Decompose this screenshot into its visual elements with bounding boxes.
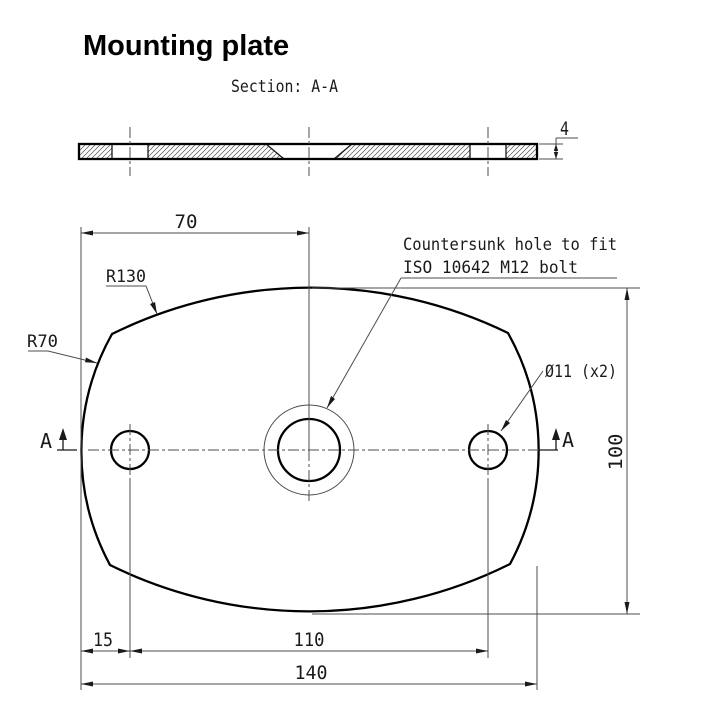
section-marker-letter: A: [562, 428, 574, 452]
dim-height: 100: [605, 434, 627, 471]
arrowhead: [624, 288, 630, 300]
section-arrow: [59, 428, 67, 440]
plan-view: 70 100 15 110 140 R130 R70 Countersunk h…: [27, 211, 640, 690]
arrowhead: [624, 602, 630, 614]
dim-total-width: 140: [295, 662, 328, 684]
leader-line: [326, 277, 402, 409]
page-title: Mounting plate: [83, 30, 289, 62]
leader-line: [28, 350, 98, 364]
dim-top-width: 70: [175, 211, 198, 233]
arrowhead: [501, 420, 510, 431]
section-plate-outline: [77, 142, 539, 161]
arrowhead: [150, 302, 157, 314]
arrowhead: [525, 681, 537, 687]
arrowhead: [297, 230, 309, 236]
dim-hole-spacing: 110: [294, 629, 325, 651]
section-arrow: [552, 428, 560, 440]
arrowhead: [327, 396, 335, 408]
dim-thickness: 4: [560, 118, 569, 140]
radius-top-label: R130: [106, 267, 146, 287]
countersink-edge: [265, 143, 285, 160]
leader-line: [106, 285, 158, 315]
section-hatch-segment: [80, 145, 112, 158]
countersunk-note-line1: Countersunk hole to fit: [403, 235, 617, 255]
leader-line: [500, 370, 544, 432]
section-marker-letter: A: [40, 429, 52, 453]
arrowhead: [85, 357, 97, 363]
section-hatch-segment: [506, 145, 536, 158]
hole-diameter-label: Ø11 (x2): [545, 362, 617, 382]
section-view: 4: [77, 118, 578, 176]
section-hatch-segment: [334, 145, 470, 158]
arrowhead: [553, 144, 559, 151]
arrowhead: [553, 152, 559, 159]
arrowhead: [81, 681, 93, 687]
countersink-edge: [333, 143, 353, 160]
section-view-label: Section: A-A: [231, 77, 338, 97]
plate-outline: [80, 286, 540, 613]
section-marker-left: A: [40, 428, 77, 453]
radius-side-label: R70: [27, 332, 58, 352]
countersunk-note-line2: ISO 10642 M12 bolt: [403, 258, 578, 278]
dim-edge-to-hole: 15: [93, 629, 113, 651]
arrowhead: [476, 648, 488, 654]
section-hatch-segment: [148, 145, 284, 158]
arrowhead: [118, 648, 130, 654]
section-marker-right: A: [539, 428, 574, 452]
arrowhead: [130, 648, 142, 654]
arrowhead: [81, 648, 93, 654]
arrowhead: [81, 230, 93, 236]
